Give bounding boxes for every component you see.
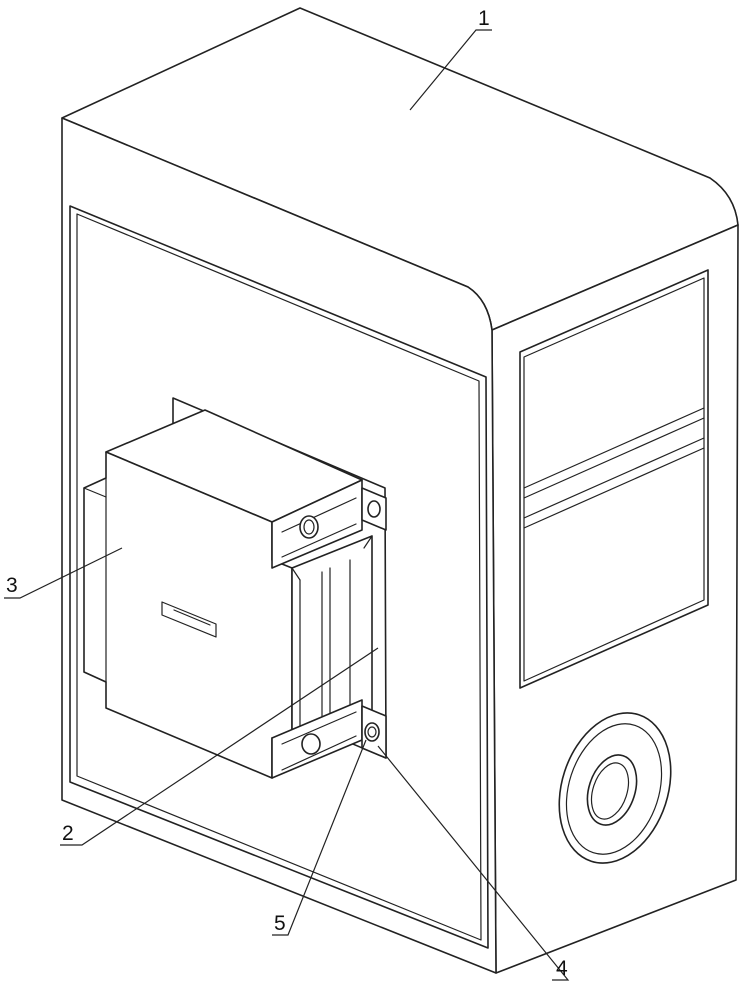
side-panel bbox=[69, 205, 489, 949]
clip-lower bbox=[361, 705, 387, 759]
fastening-screw bbox=[364, 722, 380, 742]
side-panel-inner bbox=[76, 213, 482, 941]
drive-bay-frame bbox=[519, 269, 709, 689]
leader-4 bbox=[377, 745, 570, 981]
device-slot bbox=[161, 601, 217, 638]
label-5: 5 bbox=[274, 912, 286, 935]
power-button[interactable] bbox=[541, 698, 689, 877]
leader-2 bbox=[60, 647, 379, 846]
label-2: 2 bbox=[62, 822, 74, 845]
case-rounded-edge bbox=[467, 286, 493, 331]
drive-bays bbox=[519, 269, 709, 689]
upper-bracket-screw bbox=[299, 515, 319, 539]
leader-1 bbox=[409, 29, 492, 111]
drive-bay-divider bbox=[523, 407, 705, 499]
lower-bracket-screw bbox=[301, 733, 321, 755]
case-rounded-edge-top bbox=[709, 177, 739, 226]
label-3: 3 bbox=[6, 574, 18, 597]
label-4: 4 bbox=[556, 957, 568, 980]
side-panel-outer bbox=[69, 205, 489, 949]
mount-assembly bbox=[83, 397, 387, 779]
clip-upper bbox=[361, 487, 387, 531]
label-1: 1 bbox=[478, 7, 490, 30]
leader-5 bbox=[272, 739, 367, 936]
leader-3 bbox=[4, 547, 123, 599]
callouts: 1 3 2 5 4 bbox=[4, 7, 570, 981]
